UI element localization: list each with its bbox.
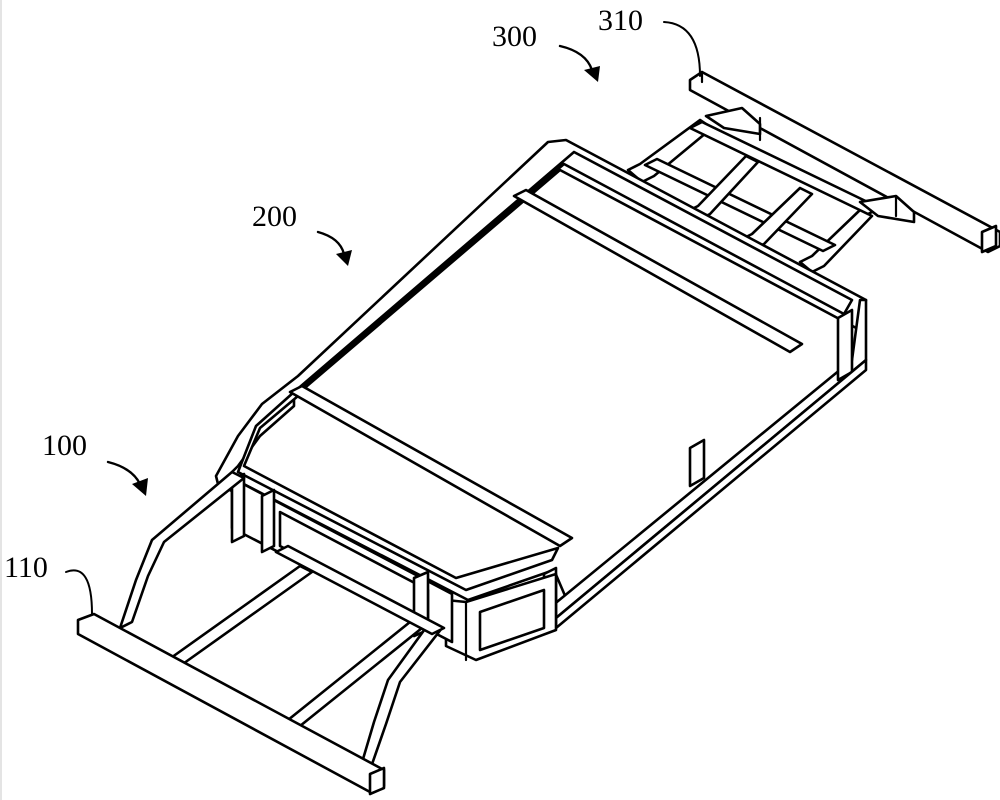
rear-crossbar-end [980,224,998,254]
label-310: 310 [598,4,643,37]
label-100-group: 100 [42,429,148,496]
front-frame [76,470,446,796]
label-310-leader [663,21,701,77]
rear-frame [626,70,1000,274]
middle-left-post-2 [260,488,276,554]
label-300-arrow [558,44,594,72]
middle-frame [214,138,868,662]
middle-right-wall-bottom [554,358,868,630]
label-300-group: 300 [492,20,600,82]
middle-cross-bar-rear [512,188,804,354]
rear-bracket-right [858,194,916,224]
middle-cross-bar-front [288,384,574,548]
middle-right-post-rear [836,308,854,382]
front-inner-rail-rear [166,564,314,668]
label-100-arrow [106,460,142,486]
middle-frame-outer-rim [214,138,868,634]
label-110-group: 110 [4,551,93,615]
front-crossbar-end [368,766,386,796]
front-left-rail [118,470,246,630]
label-200-group: 200 [252,200,352,266]
middle-frame-top-panel [236,150,854,592]
front-cross-rail [274,544,446,636]
middle-front-wall-opening [478,588,546,652]
label-100: 100 [42,429,87,462]
label-200-arrow [316,230,346,256]
label-300: 300 [492,20,537,53]
front-crossbar [76,612,386,794]
label-100-arrowhead [132,478,148,496]
label-110-leader [65,569,93,615]
middle-right-wall-top [550,298,868,620]
middle-right-post-mid [688,438,706,488]
label-300-arrowhead [584,66,600,82]
label-200-arrowhead [336,250,352,266]
label-200: 200 [252,200,297,233]
label-110: 110 [4,551,48,584]
label-310-group: 310 [598,4,701,77]
